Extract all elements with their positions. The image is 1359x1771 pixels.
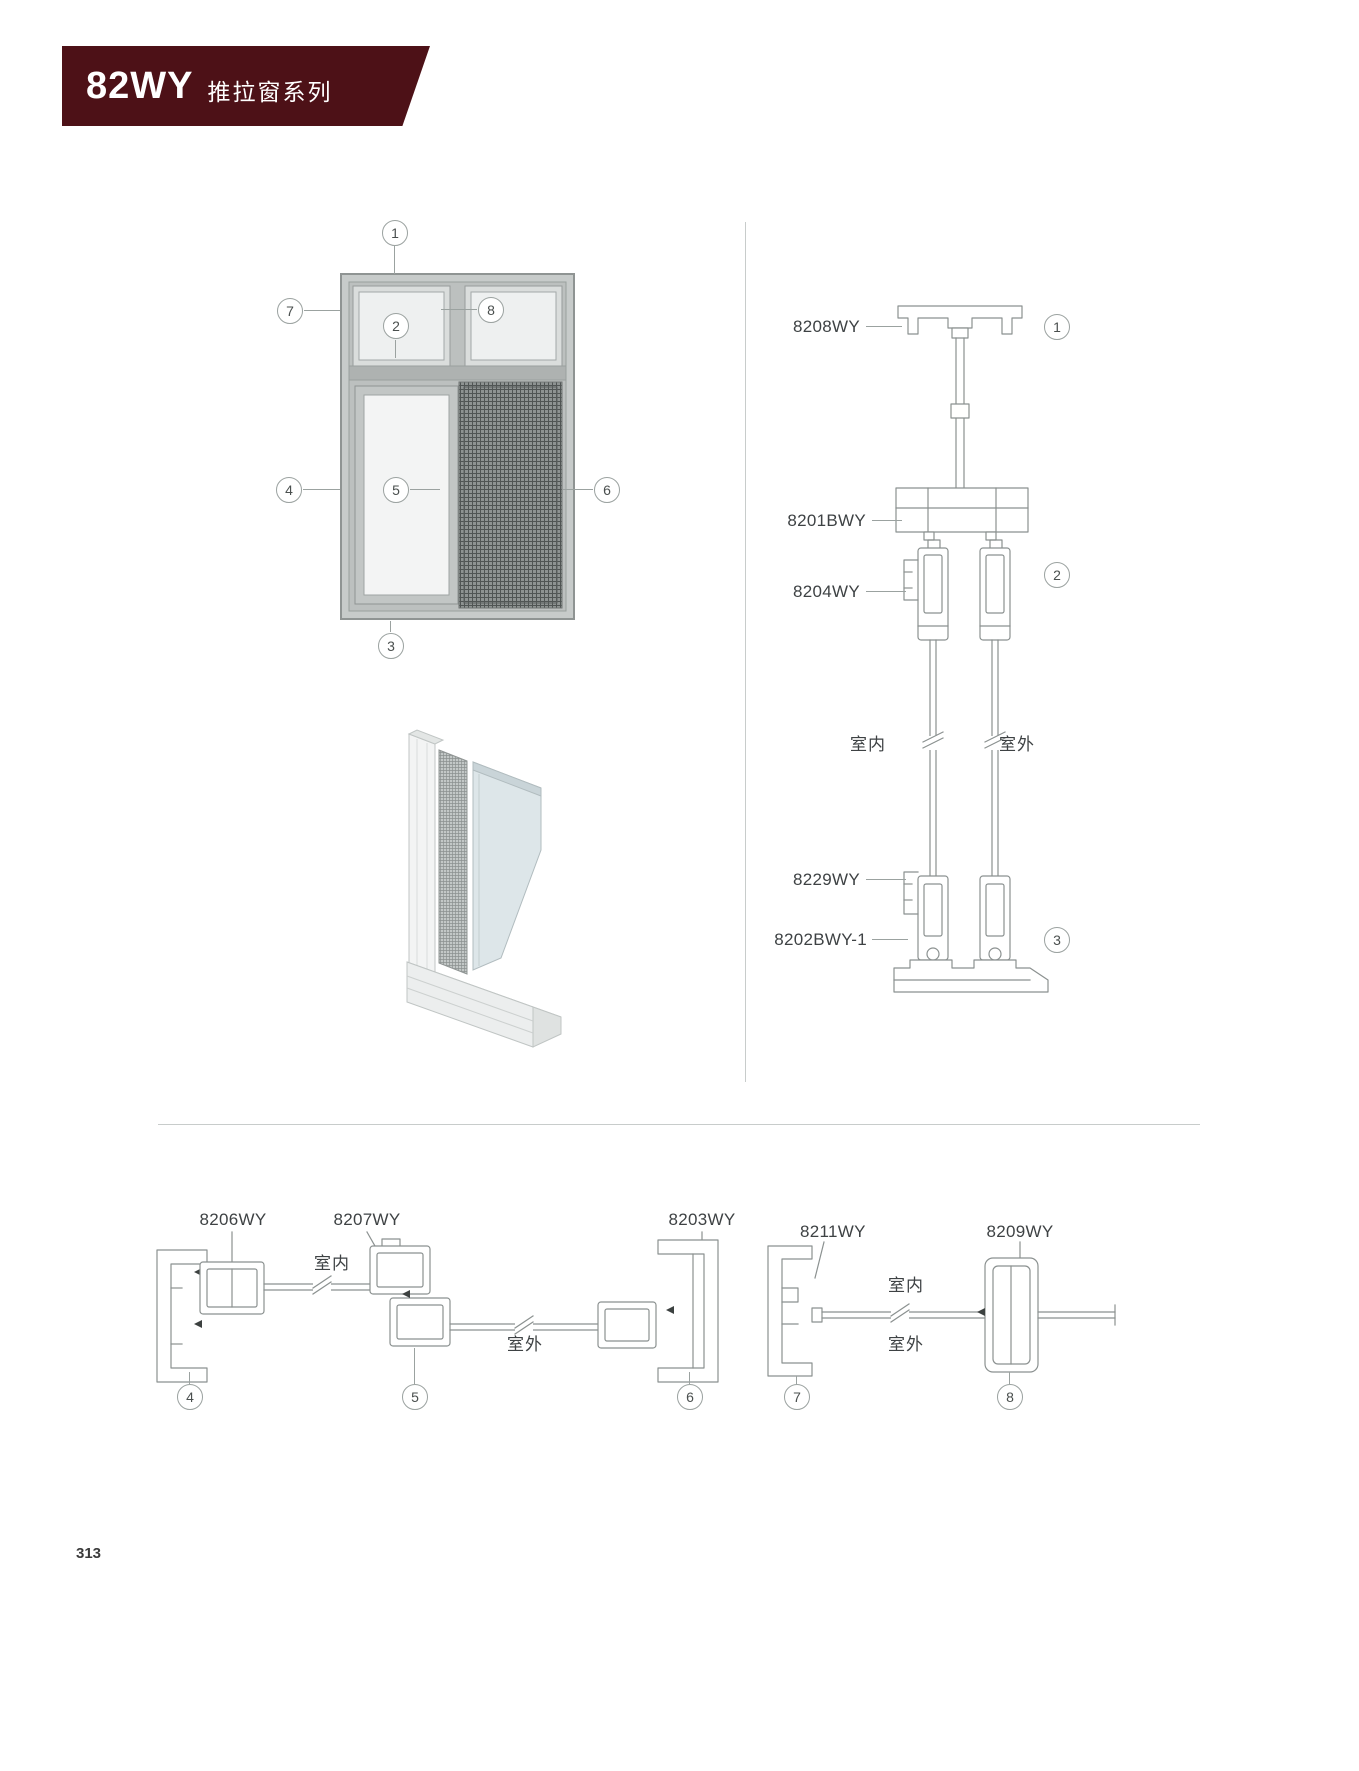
section-callout-6: 6 [677,1384,703,1410]
screen-mesh-line [1037,1304,1116,1326]
left-jamb-profile [156,1249,208,1383]
window-elevation-drawing [340,273,575,620]
sill-block [406,961,562,1048]
elevation-callout-2: 2 [383,313,409,339]
leader-line [189,1372,190,1384]
leader-line [866,879,906,880]
section-callout-8: 8 [997,1384,1023,1410]
screen-plane [811,1303,986,1324]
transom-bar [348,365,567,381]
transom-pane-right [464,285,563,367]
leader-line [814,1241,825,1279]
screen-frame-profile [977,1257,1039,1373]
leader-line [866,591,906,592]
leader-line [1009,1372,1010,1384]
leader-line [866,326,902,327]
part-label-8208wy: 8208WY [792,317,860,336]
section-callout-1: 1 [1044,314,1070,340]
glazing-lines [922,639,1006,877]
sash-bottom-rails [903,871,1011,961]
screen-jamb-profile [767,1245,813,1377]
section-callout-4: 4 [177,1384,203,1410]
meeting-stile [369,1238,451,1347]
elevation-callout-3: 3 [378,633,404,659]
glazing-right [449,1315,599,1336]
section-callout-3: 3 [1044,927,1070,953]
elevation-callout-7: 7 [277,298,303,324]
outdoor-label: 室外 [999,735,1035,754]
page-number: 313 [76,1545,102,1562]
elevation-callout-8: 8 [478,297,504,323]
frame-profile [407,729,445,977]
leader-line [395,340,396,358]
indoor-label: 室内 [314,1254,350,1273]
divider-horizontal [158,1124,1200,1125]
left-sash-stile [199,1261,265,1315]
horizontal-section-left-drawing [156,1231,719,1383]
elevation-callout-5: 5 [383,477,409,503]
leader-line [390,621,391,632]
transom-glazing [950,337,970,489]
leader-line [410,489,440,490]
profile-3d-render [406,729,562,1048]
indoor-label: 室内 [888,1276,924,1295]
leader-line [366,1231,376,1247]
part-label-8203wy: 8203WY [668,1210,736,1229]
leader-line [394,246,395,274]
leader-line [689,1372,690,1384]
glazing-left [263,1275,387,1296]
elevation-callout-6: 6 [594,477,620,503]
part-label-8207wy: 8207WY [333,1210,401,1229]
series-code: 82WY [86,64,194,107]
mesh-panel [438,749,468,975]
insect-screen [458,381,563,609]
part-label-8204wy: 8204WY [792,582,860,601]
elevation-callout-4: 4 [276,477,302,503]
leader-line [414,1348,415,1384]
outdoor-label: 室外 [888,1335,924,1354]
leader-line [441,309,477,310]
part-label-8206wy: 8206WY [199,1210,267,1229]
part-label-8201bwy: 8201BWY [787,511,866,530]
series-name: 推拉窗系列 [207,79,333,105]
part-label-8229wy: 8229WY [792,870,860,889]
section-callout-7: 7 [784,1384,810,1410]
sash-top-rails [903,539,1011,641]
leader-line [303,489,340,490]
leader-line [872,939,908,940]
glass-pane [472,761,542,971]
header-banner: 82WY 推拉窗系列 [62,46,430,126]
indoor-label: 室内 [850,735,886,754]
section-callout-2: 2 [1044,562,1070,588]
leader-line [304,310,340,311]
leader-line [796,1376,797,1384]
right-jamb-profile [657,1239,719,1383]
sill-profile [893,959,1049,993]
head-frame-profile [897,305,1023,339]
horizontal-section-right-drawing [767,1241,1116,1377]
leader-line [872,520,902,521]
elevation-callout-1: 1 [382,220,408,246]
part-label-8209wy: 8209WY [986,1222,1054,1241]
section-callout-5: 5 [402,1384,428,1410]
vertical-section-drawing [893,305,1049,993]
outdoor-label: 室外 [507,1335,543,1354]
transom-profile [895,487,1029,541]
part-label-8202bwy-1: 8202BWY-1 [774,930,867,949]
leader-line [563,489,593,490]
divider-vertical [745,222,746,1082]
right-sash-stile [597,1301,657,1349]
part-label-8211wy: 8211WY [800,1222,866,1241]
sliding-sash [354,385,459,605]
